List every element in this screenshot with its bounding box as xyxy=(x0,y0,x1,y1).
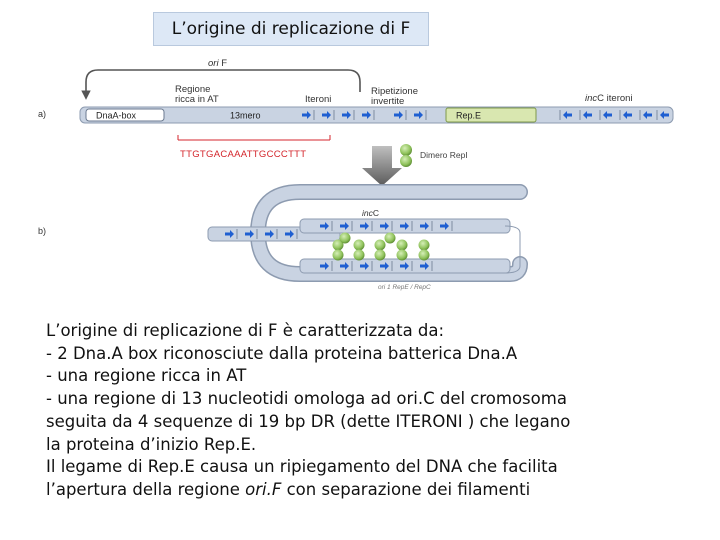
dnaa-box-label: DnaA-box xyxy=(96,111,137,121)
caption-line: seguita da 4 sequenze di 19 bp DR (dette… xyxy=(46,411,571,431)
caption-line: l’apertura della regione ori.F con separ… xyxy=(46,479,531,499)
repe-gene xyxy=(445,107,537,123)
mer13-label: 13mero xyxy=(230,111,261,121)
incc-arrow-left xyxy=(563,111,572,119)
iteron-arrow-right xyxy=(320,262,329,270)
repe-sphere xyxy=(339,232,351,244)
iteron-arrow-right xyxy=(414,111,423,119)
repe-sphere xyxy=(353,239,365,251)
caption: L’origine di replicazione di F è caratte… xyxy=(46,320,686,502)
repe-sphere xyxy=(418,249,430,261)
iteron-arrow-right xyxy=(340,262,349,270)
caption-line: - una regione di 13 nucleotidi omologa a… xyxy=(46,389,567,409)
caption-line: Il legame di Rep.E causa un ripiegamento… xyxy=(46,457,558,477)
incc-loop-label: incC xyxy=(362,208,379,218)
repe-label: Rep.E xyxy=(456,111,481,121)
caption-line: L’origine di replicazione di F è caratte… xyxy=(46,321,445,340)
label-b: b) xyxy=(38,226,46,236)
iteron-arrow-right xyxy=(245,230,254,238)
incc-arrow-left xyxy=(603,111,612,119)
incc-arrow-right xyxy=(360,222,369,230)
repe-sphere xyxy=(332,249,344,261)
iteron-arrow-right xyxy=(302,111,311,119)
dnaa-box-segment xyxy=(85,108,165,122)
page-title: L’origine di replicazione di F xyxy=(153,12,429,46)
region-at-label: Regione ricca in AT xyxy=(175,84,219,105)
repe-dimers-bound xyxy=(332,232,430,261)
iteron-arrow-right xyxy=(342,111,351,119)
dimer-sphere-bottom xyxy=(400,155,412,167)
dimer-sphere-top xyxy=(400,144,412,156)
repe-sphere xyxy=(384,232,396,244)
caption-line: la proteina d’inizio Rep.E. xyxy=(46,434,257,454)
ori-f-label: ori F xyxy=(208,58,227,69)
repe-sphere xyxy=(418,239,430,251)
transition-arrow xyxy=(362,146,402,186)
incc-arrow-left xyxy=(660,111,669,119)
repe-sphere xyxy=(353,249,365,261)
iteron-arrow-right xyxy=(225,230,234,238)
iteron-arrow-right xyxy=(380,262,389,270)
repe-sphere xyxy=(396,249,408,261)
iteron-arrow-right xyxy=(265,230,274,238)
dna-loop-fill xyxy=(251,185,527,281)
label-a: a) xyxy=(38,109,46,119)
iteron-arrow-right xyxy=(400,262,409,270)
incc-arrow-right xyxy=(320,222,329,230)
incc-arrow-right xyxy=(420,222,429,230)
ori-bracket xyxy=(81,69,361,100)
iteron-arrow-right xyxy=(420,262,429,270)
incc-arrow-right xyxy=(440,222,449,230)
iteron-arrow-right xyxy=(360,262,369,270)
incc-arrow-left xyxy=(643,111,652,119)
repe-sphere xyxy=(396,239,408,251)
repe-sphere xyxy=(374,239,386,251)
incc-arrow-left xyxy=(623,111,632,119)
iteroni-label: Iteroni xyxy=(305,94,331,105)
incc-arrow-right xyxy=(380,222,389,230)
repe-sphere xyxy=(374,249,386,261)
incc-arrow-left xyxy=(583,111,592,119)
caption-line: - 2 Dna.A box riconosciute dalla protein… xyxy=(46,343,518,363)
ripetizione-label: Ripetizione invertite xyxy=(371,86,421,107)
incc-iteroni-label: incC iteroni xyxy=(585,93,633,104)
repe-sphere xyxy=(332,239,344,251)
iteron-arrow-right xyxy=(394,111,403,119)
dna-loop-right-end xyxy=(504,225,521,274)
iteron-arrows-b xyxy=(225,221,453,271)
incc-arrow-right xyxy=(340,222,349,230)
iteron-arrow-right xyxy=(285,230,294,238)
iteron-arrows-a xyxy=(302,110,669,120)
incc-arrow-right xyxy=(400,222,409,230)
iteron-arrow-right xyxy=(322,111,331,119)
iteron-arrow-right xyxy=(362,111,371,119)
sequence-text: TTGTGACAAATTGCCCTTT xyxy=(180,149,306,160)
bottom-small-label: ori 1 RepE / RepC xyxy=(378,284,431,291)
dimer-label: Dimero RepI xyxy=(420,150,468,160)
ori-f-diagram: ori F a) b) Regione ricca in AT Iteroni … xyxy=(38,58,674,291)
caption-line: - una regione ricca in AT xyxy=(46,366,247,386)
